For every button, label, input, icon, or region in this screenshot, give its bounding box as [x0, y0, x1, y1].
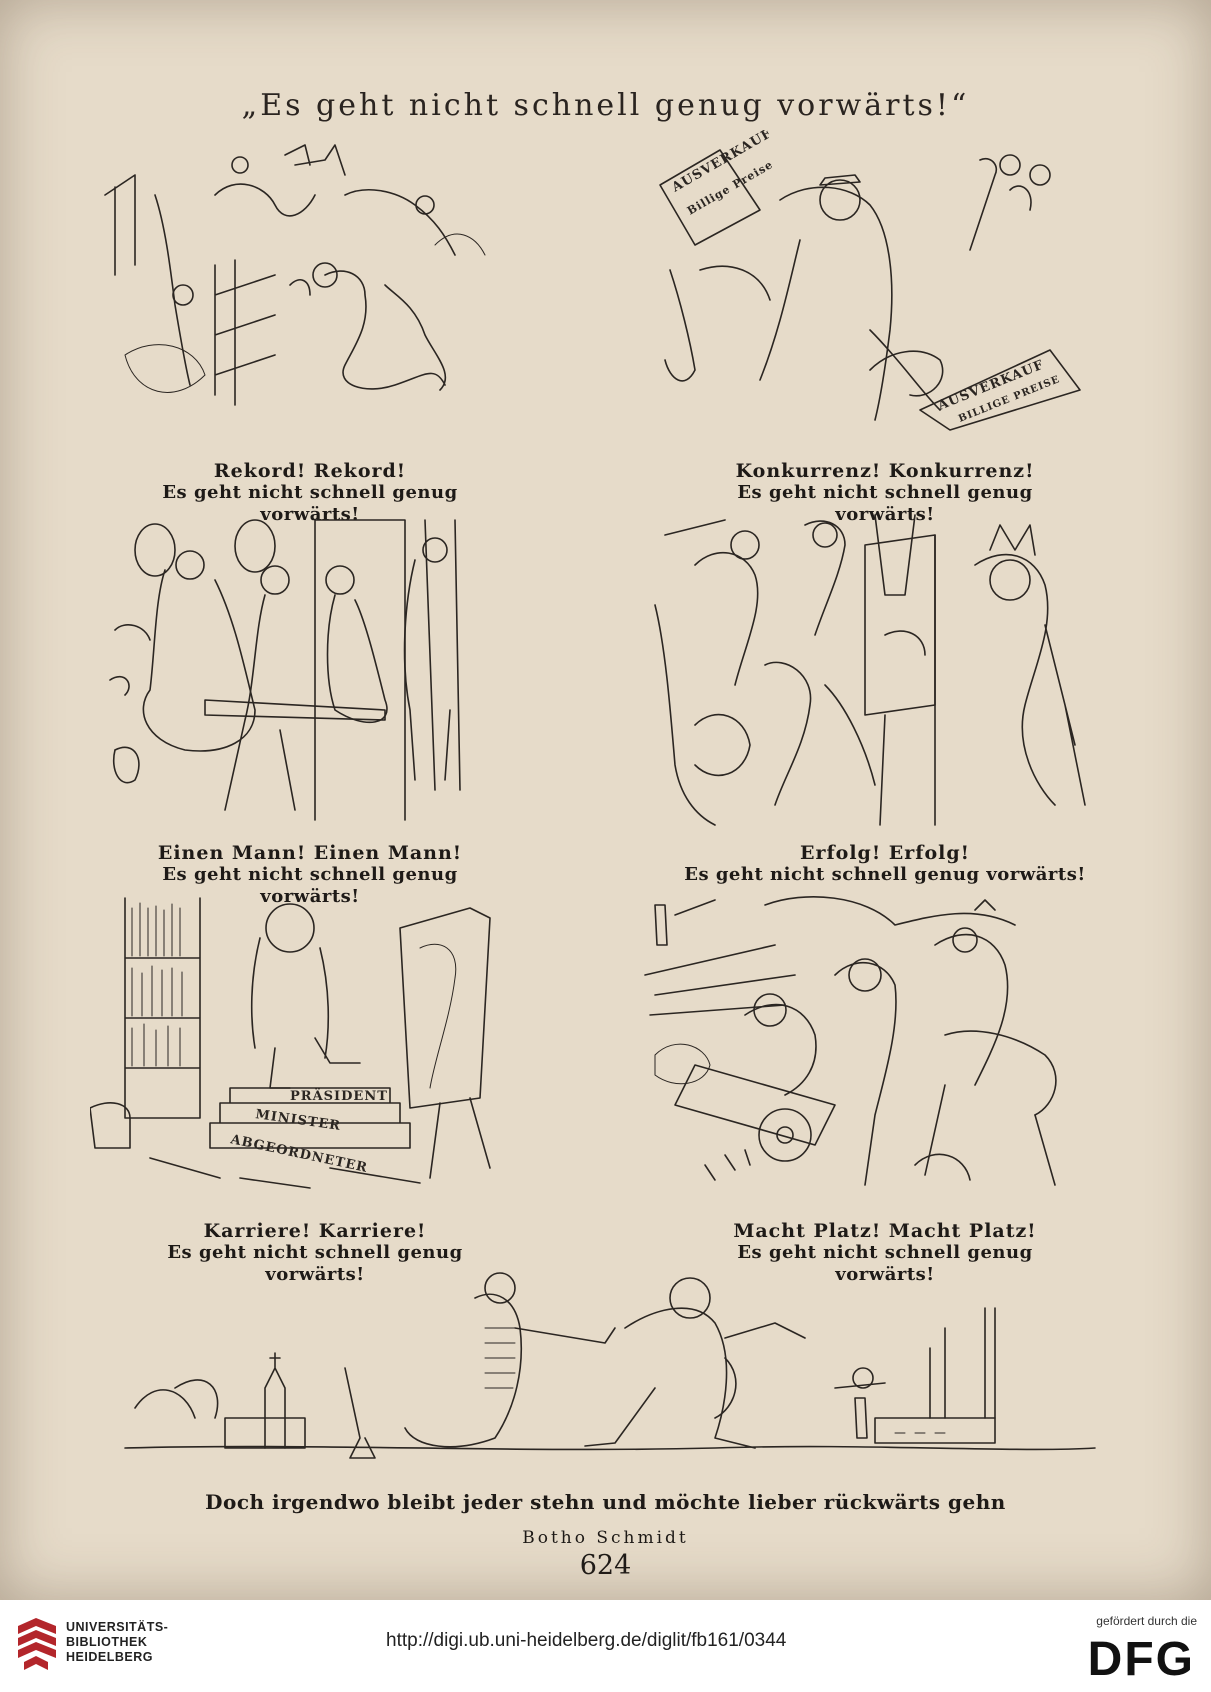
konkurrenz-drawing: AUSVERKAUF Billige Preise AUSVERKAUF BIL…	[659, 130, 1081, 431]
footer-bar: UNIVERSITÄTS- BIBLIOTHEK HEIDELBERG http…	[0, 1600, 1211, 1692]
institution-line-3: HEIDELBERG	[66, 1650, 153, 1664]
illustration-konkurrenz: AUSVERKAUF Billige Preise AUSVERKAUF BIL…	[640, 130, 1090, 440]
institution-line-1: UNIVERSITÄTS-	[66, 1620, 169, 1634]
illustration-macht-platz	[635, 885, 1095, 1215]
library-shield-icon	[18, 1618, 56, 1670]
karriere-drawing: PRÄSIDENT MINISTER ABGEORDNETER	[90, 897, 491, 1189]
caption-macht-platz-refrain: Es geht nicht schnell genug vorwärts!	[737, 1242, 1033, 1285]
dfg-logo[interactable]: DFG	[1087, 1633, 1195, 1686]
author-name: Botho Schmidt	[522, 1528, 689, 1548]
step-label-president: PRÄSIDENT	[290, 1088, 388, 1104]
einen-mann-drawing	[109, 519, 461, 821]
caption-konkurrenz-refrain: Es geht nicht schnell genug vorwärts!	[737, 482, 1033, 525]
caption-einen-mann-title: Einen Mann! Einen Mann!	[157, 842, 463, 864]
caption-erfolg-refrain: Es geht nicht schnell genug vorwärts!	[684, 864, 1086, 885]
caption-rekord-title: Rekord! Rekord!	[213, 460, 407, 482]
caption-einen-mann-refrain: Es geht nicht schnell genug vorwärts!	[162, 864, 458, 907]
caption-karriere-title: Karriere! Karriere!	[203, 1220, 427, 1242]
page-title: „Es geht nicht schnell genug vorwärts!“	[241, 88, 970, 123]
illustration-karriere: PRÄSIDENT MINISTER ABGEORDNETER	[90, 888, 530, 1208]
caption-einen-mann: Einen Mann! Einen Mann! Es geht nicht sc…	[115, 842, 505, 908]
caption-erfolg-title: Erfolg! Erfolg!	[800, 842, 970, 864]
institution-line-2: BIBLIOTHEK	[66, 1635, 148, 1649]
institution-name[interactable]: UNIVERSITÄTS- BIBLIOTHEK HEIDELBERG	[66, 1620, 168, 1665]
caption-karriere-refrain: Es geht nicht schnell genug vorwärts!	[167, 1242, 463, 1285]
caption-konkurrenz: Konkurrenz! Konkurrenz! Es geht nicht sc…	[685, 460, 1085, 526]
document-url-link[interactable]: http://digi.ub.uni-heidelberg.de/diglit/…	[386, 1630, 787, 1651]
page-number: 624	[579, 1550, 632, 1581]
illustration-einen-mann	[95, 510, 515, 830]
illustration-final-scene	[115, 1268, 1105, 1488]
step-label-minister: MINISTER	[254, 1107, 341, 1134]
caption-macht-platz: Macht Platz! Macht Platz! Es geht nicht …	[685, 1220, 1085, 1286]
erfolg-drawing	[654, 514, 1086, 826]
caption-karriere: Karriere! Karriere! Es geht nicht schnel…	[120, 1220, 510, 1286]
illustration-rekord	[95, 135, 515, 435]
step-label-abgeordneter: ABGEORDNETER	[228, 1132, 369, 1176]
illustration-erfolg	[635, 505, 1095, 835]
final-scene-drawing	[124, 1272, 1096, 1459]
university-library-logo[interactable]	[14, 1618, 60, 1674]
caption-erfolg: Erfolg! Erfolg! Es geht nicht schnell ge…	[680, 842, 1090, 886]
macht-platz-drawing	[644, 896, 1057, 1186]
caption-macht-platz-title: Macht Platz! Macht Platz!	[733, 1220, 1037, 1242]
magazine-page: „Es geht nicht schnell genug vorwärts!“ …	[0, 0, 1211, 1600]
caption-konkurrenz-title: Konkurrenz! Konkurrenz!	[735, 460, 1035, 482]
funded-by-label: gefördert durch die	[1096, 1614, 1197, 1628]
rekord-drawing	[104, 144, 486, 406]
closing-line: Doch irgendwo bleibt jeder stehn und möc…	[205, 1490, 1006, 1514]
